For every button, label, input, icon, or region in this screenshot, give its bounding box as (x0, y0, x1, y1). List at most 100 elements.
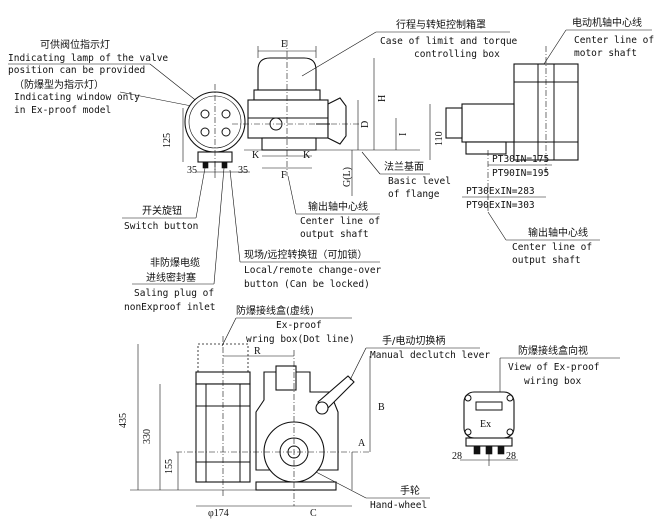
indicator-lamp-icon (221, 109, 231, 119)
dim-155: 155 (164, 459, 175, 474)
bolt-icon (464, 428, 472, 436)
flange-callout: 法兰基面 Basic level of flange (361, 151, 451, 200)
lamp-label-en1: Indicating lamp of the valve (8, 53, 168, 64)
cable-plug-label-cn2: 进线密封塞 (146, 271, 196, 284)
output-shaft-side-label-cn: 输出轴中心线 (528, 226, 588, 239)
control-box-label-en2: controlling box (414, 49, 500, 60)
leader-line (229, 169, 241, 263)
dim-K-right: K (303, 150, 311, 161)
flange-label-cn: 法兰基面 (384, 160, 424, 173)
handwheel-icon (327, 97, 347, 145)
dim-K-left: K (252, 150, 260, 161)
wiring-box-body (463, 391, 515, 439)
switch-knob-icon (200, 127, 210, 137)
wiring-box-label-en2: wring box(Dot line) (246, 334, 355, 345)
lamp-label-cn: 可供阀位指示灯 (40, 38, 110, 51)
change-over-label-en2: button (Can be locked) (244, 279, 370, 290)
output-flange (465, 141, 507, 155)
wiring-box-label-cn: 防爆接线盒(虚线) (236, 304, 314, 317)
cable-gland-icon (485, 445, 493, 455)
handwheel-label-en: Hand-wheel (370, 500, 427, 511)
dim-pt30in: PT30IN=175 (492, 154, 549, 165)
side-view-actuator: E H D I K K F G(L) (232, 39, 420, 196)
cable-plug-callout: 非防爆电缆 进线密封塞 Saling plug of nonExproof in… (124, 167, 225, 313)
dim-pt30ex: PT30ExIN=283 (466, 186, 535, 197)
leader-line (543, 29, 567, 65)
motor-shaft-label-en2: motor shaft (574, 48, 637, 59)
lever-pivot (315, 401, 329, 415)
leader-line (315, 471, 367, 499)
change-over-label-cn: 现场/远控转换钮（可加锁） (244, 248, 367, 261)
view-wiring-label-en1: View of Ex-proof (508, 362, 600, 373)
output-shaft-label-en1: Center line of (300, 216, 380, 227)
handwheel-callout: 手轮 Hand-wheel (315, 471, 430, 511)
lamp-note-cn: （防爆型为指示灯） (14, 78, 104, 91)
cable-plug-label-en1: Saling plug of (134, 288, 214, 299)
leader-line (195, 167, 206, 219)
lamp-label-en2: position can be provided (8, 65, 145, 76)
wiring-box-base (465, 437, 513, 447)
dim-H: H (377, 95, 388, 102)
bolt-icon (506, 428, 514, 436)
cable-plug-label-cn1: 非防爆电缆 (150, 256, 200, 269)
output-shaft-side-label-en2: output shaft (512, 255, 581, 266)
cable-gland-icon (221, 161, 228, 169)
indicator-lamp-icon (200, 109, 210, 119)
gearbox-body (247, 99, 329, 139)
output-shaft-label-cn: 输出轴中心线 (308, 200, 368, 213)
switch-button-label-cn: 开关旋钮 (142, 204, 182, 217)
view-wiring-label-en2: wiring box (524, 376, 581, 387)
dim-F: F (281, 170, 287, 181)
output-shaft-side-label-en1: Center line of (512, 242, 592, 253)
leader-line (149, 63, 204, 107)
dim-A: A (358, 438, 366, 449)
dim-28b: 28 (506, 451, 516, 462)
dim-110: 110 (434, 131, 445, 146)
bolt-icon (506, 394, 514, 402)
dim-28a: 28 (452, 451, 462, 462)
cable-gland-icon (473, 445, 481, 455)
leader-line (287, 175, 297, 215)
cable-gland-icon (497, 445, 505, 455)
motor-side-view: 电动机轴中心线 Center line of motor shaft 110 P… (429, 16, 654, 266)
leader-line (213, 167, 225, 285)
dim-GL: G(L) (342, 167, 353, 187)
output-flange (261, 137, 317, 151)
flange-label-en1: Basic level (388, 176, 451, 187)
switch-button-callout: 开关旋钮 Switch button (122, 167, 206, 232)
switch-button-label-en: Switch button (124, 221, 198, 232)
leader-line (301, 31, 377, 77)
dim-E: E (281, 39, 287, 50)
dim-I: I (398, 133, 409, 136)
control-box-cap (275, 365, 297, 391)
switch-knob-icon (221, 127, 231, 137)
leader-line (349, 347, 367, 381)
wiring-box-view: 防爆接线盒向视 View of Ex-proof wiring box Ex 2… (452, 344, 620, 466)
leader-line (487, 211, 507, 241)
change-over-callout: 现场/远控转换钮（可加锁） Local/remote change-over b… (229, 169, 382, 290)
dim-125: 125 (162, 133, 173, 148)
lamp-label-en3: Indicating window only (14, 92, 140, 103)
dim-D: D (360, 121, 371, 128)
wiring-box-label-en1: Ex-proof (276, 320, 322, 331)
gearbox-body (461, 103, 515, 143)
declutch-label-en: Manual declutch lever (370, 350, 490, 361)
wiring-box-callout: 防爆接线盒(虚线) Ex-proof wring box(Dot line) (221, 304, 355, 347)
bolt-icon (464, 394, 472, 402)
dim-B: B (378, 402, 385, 413)
dim-330: 330 (142, 429, 153, 444)
flange-label-en2: of flange (388, 189, 440, 200)
change-over-label-en1: Local/remote change-over (244, 265, 382, 276)
declutch-callout: 手/电动切换柄 Manual declutch lever (349, 334, 490, 381)
bottom-front-view: R 435 330 155 φ174 C B A (118, 336, 385, 519)
output-shaft-callout-front: 输出轴中心线 Center line of output shaft (287, 175, 380, 240)
ex-mark: Ex (480, 419, 491, 430)
output-shaft-label-en2: output shaft (300, 229, 369, 240)
dim-435: 435 (118, 413, 129, 428)
handwheel-icon (445, 107, 463, 139)
dim-C: C (310, 508, 317, 519)
front-view-switch-box: 125 35 35 (162, 84, 250, 178)
motor-shaft-label-cn: 电动机轴中心线 (572, 16, 642, 29)
cable-plug-label-en2: nonExproof inlet (124, 302, 216, 313)
